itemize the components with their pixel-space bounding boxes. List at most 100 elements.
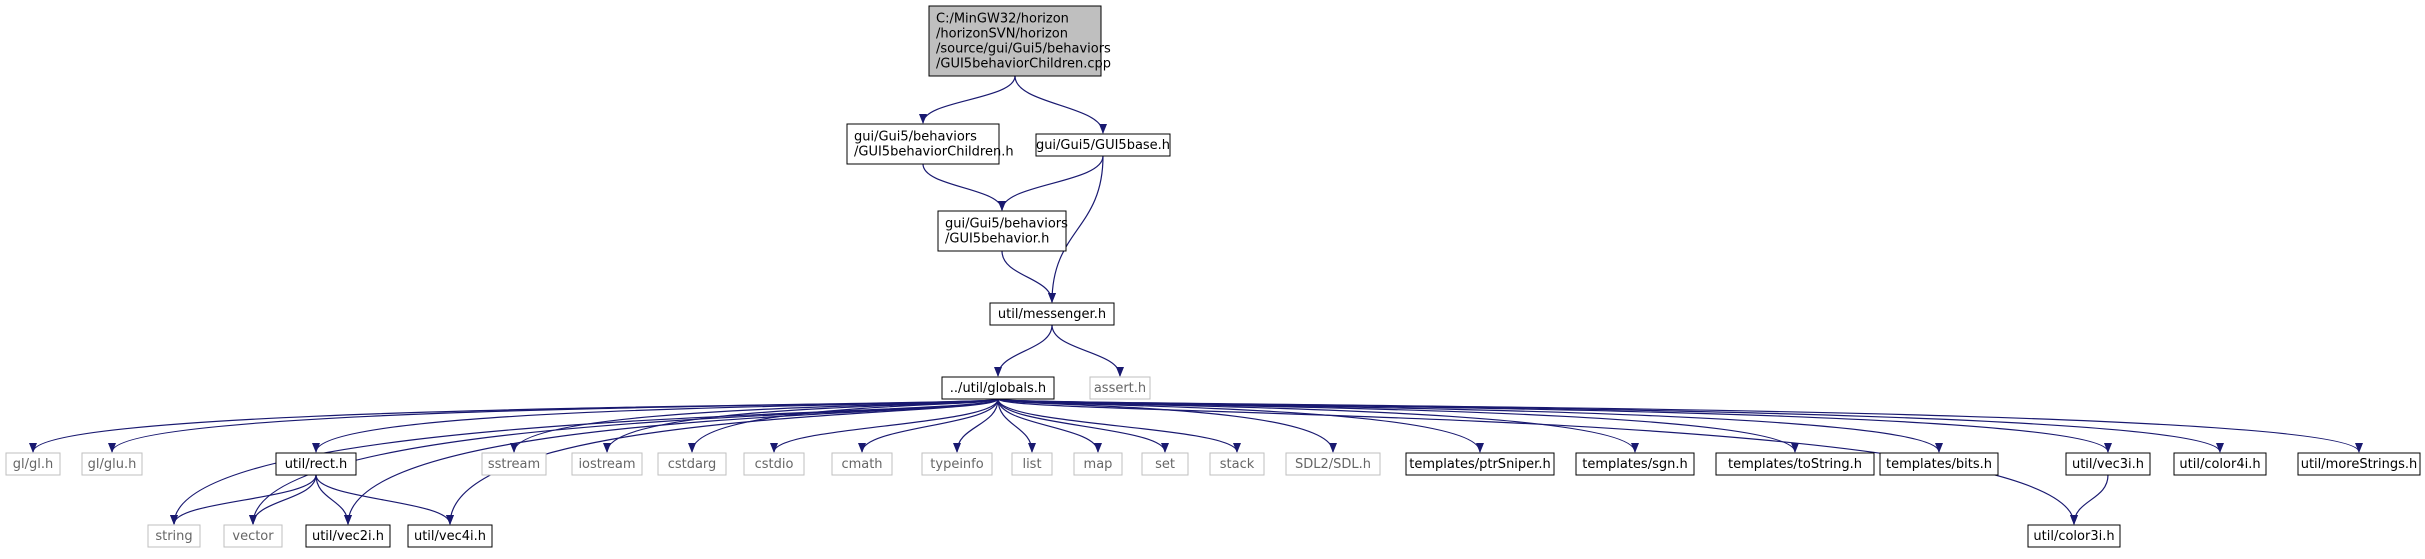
node-label: C:/MinGW32/horizon <box>936 12 1069 27</box>
node-label: gui/Gui5/GUI5base.h <box>1036 138 1170 153</box>
node-color4i_h[interactable]: util/color4i.h <box>2173 452 2267 476</box>
node-box <box>481 452 547 476</box>
node-label: util/vec3i.h <box>2072 457 2144 472</box>
node-label: util/vec2i.h <box>312 529 384 544</box>
node-box <box>275 452 357 476</box>
node-cstdarg: cstdarg <box>657 452 727 476</box>
edge-globals_h-to-vec4i_h <box>446 398 999 525</box>
node-label: list <box>1022 457 1041 472</box>
node-box <box>5 452 61 476</box>
edge-rect_h-to-vec4i_h <box>315 474 454 525</box>
node-box <box>1715 452 1875 476</box>
node-box <box>223 524 283 548</box>
node-box <box>1209 452 1265 476</box>
node-label: iostream <box>578 457 635 472</box>
node-cmath: cmath <box>831 452 893 476</box>
node-set: set <box>1141 452 1189 476</box>
node-typeinfo: typeinfo <box>921 452 993 476</box>
node-box <box>1879 452 1999 476</box>
node-cstdio: cstdio <box>743 452 805 476</box>
node-rect_h[interactable]: util/rect.h <box>275 452 357 476</box>
edge-globals_h-to-typeinfo <box>953 398 999 453</box>
node-bits_h[interactable]: templates/bits.h <box>1879 452 1999 476</box>
edge-rect_h-to-vec2i_h <box>315 474 352 525</box>
node-label: typeinfo <box>930 457 983 472</box>
edge-globals_h-to-color3i_h <box>997 398 2078 525</box>
node-vector: vector <box>223 524 283 548</box>
edge-GUI5base_h-to-messenger_h <box>1048 155 1104 303</box>
node-box <box>1141 452 1189 476</box>
edge-globals_h-to-map <box>997 398 1102 453</box>
node-label: templates/toString.h <box>1728 457 1862 472</box>
node-box <box>2065 452 2151 476</box>
node-box <box>928 5 1102 77</box>
node-label: util/rect.h <box>285 457 348 472</box>
node-gl_h: gl/gl.h <box>5 452 61 476</box>
node-box <box>1011 452 1053 476</box>
node-box <box>1073 452 1123 476</box>
node-label: cstdarg <box>668 457 717 472</box>
node-box <box>81 452 143 476</box>
node-box <box>2027 524 2121 548</box>
node-label: /GUI5behaviorChildren.h <box>854 145 1014 160</box>
edge-globals_h-to-cstdarg <box>688 398 999 453</box>
node-sgn_h[interactable]: templates/sgn.h <box>1575 452 1695 476</box>
node-vec4i_h[interactable]: util/vec4i.h <box>407 524 493 548</box>
node-box <box>1575 452 1695 476</box>
node-box <box>743 452 805 476</box>
node-vec3i_h[interactable]: util/vec3i.h <box>2065 452 2151 476</box>
node-assert_h: assert.h <box>1089 376 1151 400</box>
node-label: templates/ptrSniper.h <box>1409 457 1550 472</box>
node-vec2i_h[interactable]: util/vec2i.h <box>305 524 391 548</box>
edge-globals_h-to-cmath <box>858 398 999 453</box>
edge-globals_h-to-cstdio <box>770 398 999 453</box>
edge-messenger_h-to-assert_h <box>1051 324 1124 377</box>
node-iostream: iostream <box>571 452 643 476</box>
node-list: list <box>1011 452 1053 476</box>
node-box <box>147 524 201 548</box>
node-label: SDL2/SDL.h <box>1295 457 1371 472</box>
node-toString_h[interactable]: templates/toString.h <box>1715 452 1875 476</box>
node-sstream: sstream <box>481 452 547 476</box>
node-label: assert.h <box>1094 381 1146 396</box>
node-behaviorChildren_h[interactable]: gui/Gui5/behaviors/GUI5behaviorChildren.… <box>846 123 1014 165</box>
node-box <box>937 210 1067 252</box>
edge-root-to-behaviorChildren_h <box>919 75 1016 124</box>
node-box <box>1285 452 1381 476</box>
node-label: ../util/globals.h <box>950 381 1046 396</box>
node-stack: stack <box>1209 452 1265 476</box>
node-GUI5base_h[interactable]: gui/Gui5/GUI5base.h <box>1035 133 1171 157</box>
node-messenger_h[interactable]: util/messenger.h <box>989 302 1115 326</box>
edge-globals_h-to-moreStrings_h <box>997 398 2363 453</box>
node-label: gui/Gui5/behaviors <box>945 217 1068 232</box>
edge-messenger_h-to-globals_h <box>994 324 1053 377</box>
node-GUI5behavior_h[interactable]: gui/Gui5/behaviors/GUI5behavior.h <box>937 210 1068 252</box>
node-label: gl/gl.h <box>13 457 53 472</box>
node-box <box>941 376 1055 400</box>
node-color3i_h[interactable]: util/color3i.h <box>2027 524 2121 548</box>
node-globals_h[interactable]: ../util/globals.h <box>941 376 1055 400</box>
edge-globals_h-to-set <box>997 398 1169 453</box>
node-label: /GUI5behaviorChildren.cpp <box>936 57 1111 72</box>
node-label: templates/sgn.h <box>1582 457 1687 472</box>
node-label: vector <box>232 529 274 544</box>
node-ptrSniper_h[interactable]: templates/ptrSniper.h <box>1405 452 1555 476</box>
node-label: util/vec4i.h <box>414 529 486 544</box>
node-label: gui/Gui5/behaviors <box>854 130 977 145</box>
edge-GUI5base_h-to-GUI5behavior_h <box>998 155 1104 211</box>
edge-root-to-GUI5base_h <box>1014 75 1107 134</box>
node-map: map <box>1073 452 1123 476</box>
node-label: sstream <box>488 457 540 472</box>
node-box <box>1035 133 1171 157</box>
node-moreStrings_h[interactable]: util/moreStrings.h <box>2297 452 2421 476</box>
node-label: templates/bits.h <box>1886 457 1992 472</box>
node-label: /GUI5behavior.h <box>945 232 1049 247</box>
node-box <box>1405 452 1555 476</box>
node-root[interactable]: C:/MinGW32/horizon/horizonSVN/horizon/so… <box>928 5 1111 77</box>
node-label: gl/glu.h <box>88 457 137 472</box>
node-box <box>571 452 643 476</box>
node-SDL_h: SDL2/SDL.h <box>1285 452 1381 476</box>
node-label: string <box>155 529 192 544</box>
node-box <box>407 524 493 548</box>
